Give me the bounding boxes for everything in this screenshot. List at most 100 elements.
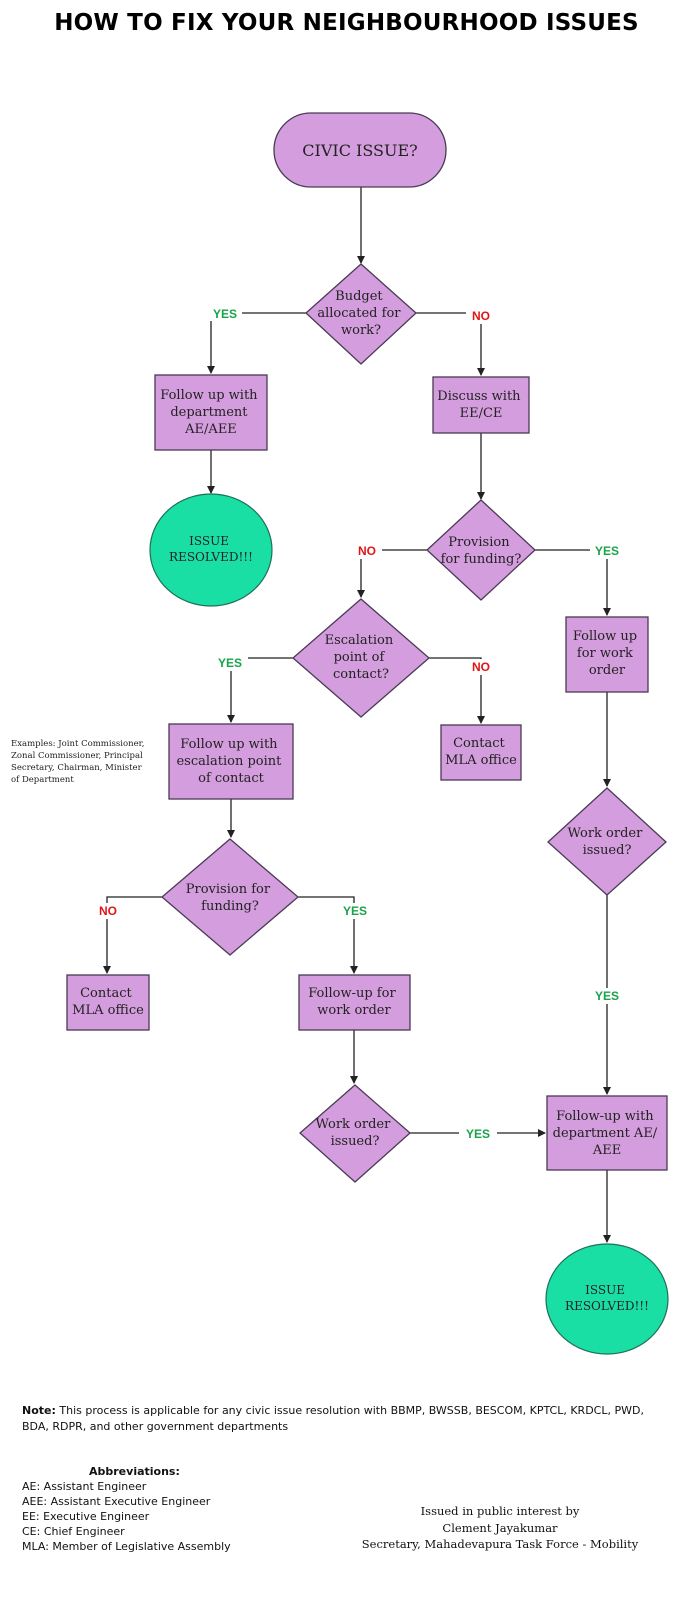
contact-mla-label: MLA office — [72, 1003, 144, 1018]
svg-text:Discuss with EE/CE: Discuss with EE/CE — [437, 389, 524, 421]
svg-text:Follow-up for work order: Follow-up for work order — [308, 986, 400, 1018]
follow-escalation-label: of contact — [198, 771, 265, 786]
budget-label: work? — [341, 323, 381, 338]
provision-decision-2: Provision for funding? — [160, 838, 300, 956]
follow-work-order-label: Follow-up for — [308, 986, 396, 1001]
connector — [298, 896, 358, 974]
svg-text:Follow up with departmen: Follow up with department AE/AEE — [160, 388, 261, 437]
svg-text:Follow-up with departmen: Follow-up with department AE/ AEE — [553, 1109, 662, 1158]
follow-ae-node: Follow up with department AE/AEE — [154, 374, 268, 451]
follow-work-order-label: work order — [317, 1003, 391, 1018]
provision-label: Provision — [448, 535, 510, 550]
credit-line: Clement Jayakumar — [442, 1520, 558, 1535]
follow-escalation-node: Follow up with escalation point of conta… — [168, 723, 294, 800]
work-order-label: issued? — [331, 1134, 380, 1149]
follow-work-order-node-2: Follow-up for work order — [298, 974, 411, 1031]
no-label: NO — [99, 904, 117, 918]
yes-label: YES — [595, 989, 619, 1003]
svg-text:Contact MLA office: Contact MLA office — [445, 736, 517, 768]
yes-label: YES — [213, 307, 237, 321]
contact-mla-node: Contact MLA office — [440, 724, 522, 781]
provision-label: for funding? — [441, 552, 522, 567]
follow-ae-label: AEE — [592, 1143, 621, 1158]
svg-text:Work order issued?: Work order issued? — [568, 826, 647, 858]
discuss-ee-node: Discuss with EE/CE — [432, 376, 530, 434]
abbreviation-item: CE: Chief Engineer — [22, 1525, 125, 1538]
provision-decision: Provision for funding? — [426, 499, 536, 601]
svg-text:ISSUE RESOLVED!!!: ISSUE RESOLVED!!! — [565, 1283, 649, 1313]
note-body: This process is applicable for any civic… — [22, 1404, 644, 1433]
flowchart: YES NO NO YES YES NO NO YES YES YES CIVI… — [11, 112, 669, 1355]
follow-ae-label: department AE/ — [553, 1126, 658, 1141]
follow-ae-label: department — [170, 405, 248, 420]
connector — [103, 896, 162, 974]
resolved-label: ISSUE — [189, 534, 229, 548]
follow-ae-label: Follow up with — [160, 388, 258, 403]
abbreviation-item: AEE: Assistant Executive Engineer — [22, 1495, 211, 1508]
abbreviation-item: MLA: Member of Legislative Assembly — [22, 1540, 231, 1553]
yes-label: YES — [595, 544, 619, 558]
abbreviations-title: Abbreviations: — [89, 1465, 180, 1478]
connector — [429, 657, 485, 724]
discuss-ee-label: EE/CE — [460, 406, 503, 421]
resolved-label: RESOLVED!!! — [169, 550, 253, 564]
contact-mla-label: Contact — [80, 986, 132, 1001]
svg-text:Follow up for work: Follow up for work order — [573, 629, 641, 678]
work-order-label: Work order — [568, 826, 644, 841]
contact-mla-node-2: Contact MLA office — [66, 974, 150, 1031]
resolved-label: RESOLVED!!! — [565, 1299, 649, 1313]
svg-text:Follow up with escalatio: Follow up with escalation point of conta… — [176, 737, 285, 786]
credit-line: Secretary, Mahadevapura Task Force - Mob… — [361, 1537, 639, 1551]
work-order-decision-2: Work order issued? — [299, 1084, 411, 1183]
escalation-label: contact? — [333, 667, 389, 682]
work-order-decision: Work order issued? — [547, 787, 667, 896]
examples-note: Examples: Joint Commissioner, Zonal Comm… — [11, 739, 147, 785]
escalation-decision: Escalation point of contact? — [292, 598, 430, 718]
follow-work-order-label: order — [589, 663, 626, 678]
provision-label: funding? — [201, 899, 259, 914]
provision-label: Provision for — [186, 882, 271, 897]
contact-mla-label: MLA office — [445, 753, 517, 768]
follow-work-order-label: for work — [577, 646, 633, 661]
abbreviation-item: EE: Executive Engineer — [22, 1510, 150, 1523]
svg-text:Provision for funding?: Provision for funding? — [186, 882, 274, 914]
no-label: NO — [358, 544, 376, 558]
svg-text:Provision for funding?: Provision for funding? — [441, 535, 522, 567]
svg-text:Contact MLA office: Contact MLA office — [72, 986, 144, 1018]
work-order-label: Work order — [316, 1117, 392, 1132]
resolved-node: ISSUE RESOLVED!!! — [149, 493, 273, 607]
page-title: HOW TO FIX YOUR NEIGHBOURHOOD ISSUES — [54, 10, 639, 36]
escalation-label: Escalation — [325, 633, 394, 648]
svg-text:ISSUE RESOLVED!!!: ISSUE RESOLVED!!! — [169, 534, 253, 564]
budget-label: allocated for — [317, 306, 401, 321]
no-label: NO — [472, 309, 490, 323]
work-order-label: issued? — [583, 843, 632, 858]
note-label: Note: — [22, 1404, 56, 1417]
follow-work-order-node: Follow up for work order — [565, 616, 649, 693]
discuss-ee-label: Discuss with — [437, 389, 521, 404]
connector — [207, 312, 306, 374]
follow-ae-label: AE/AEE — [184, 422, 237, 437]
yes-label: YES — [466, 1127, 490, 1141]
follow-ae-node-2: Follow-up with department AE/ AEE — [546, 1095, 668, 1171]
no-label: NO — [472, 660, 490, 674]
contact-mla-label: Contact — [453, 736, 505, 751]
budget-label: Budget — [335, 289, 383, 304]
svg-text:Escalation point of: Escalation point of contact? — [325, 633, 398, 682]
abbreviations-block: Abbreviations: AE: Assistant Engineer AE… — [22, 1464, 231, 1554]
start-label: CIVIC ISSUE? — [302, 141, 417, 160]
connector — [535, 549, 611, 616]
credit-block: Issued in public interest by Clement Jay… — [335, 1503, 665, 1553]
start-node: CIVIC ISSUE? — [273, 112, 447, 188]
budget-decision: Budget allocated for work? — [305, 263, 417, 365]
resolved-label: ISSUE — [585, 1283, 625, 1297]
abbreviation-item: AE: Assistant Engineer — [22, 1480, 147, 1493]
escalation-label: point of — [334, 650, 386, 665]
follow-escalation-label: Follow up with — [180, 737, 278, 752]
follow-work-order-label: Follow up — [573, 629, 637, 644]
yes-label: YES — [343, 904, 367, 918]
follow-escalation-label: escalation point — [176, 754, 282, 769]
follow-ae-label: Follow-up with — [556, 1109, 654, 1124]
svg-text:Budget allocated for: Budget allocated for work? — [317, 289, 404, 338]
svg-text:Work order issued?: Work order issued? — [316, 1117, 395, 1149]
